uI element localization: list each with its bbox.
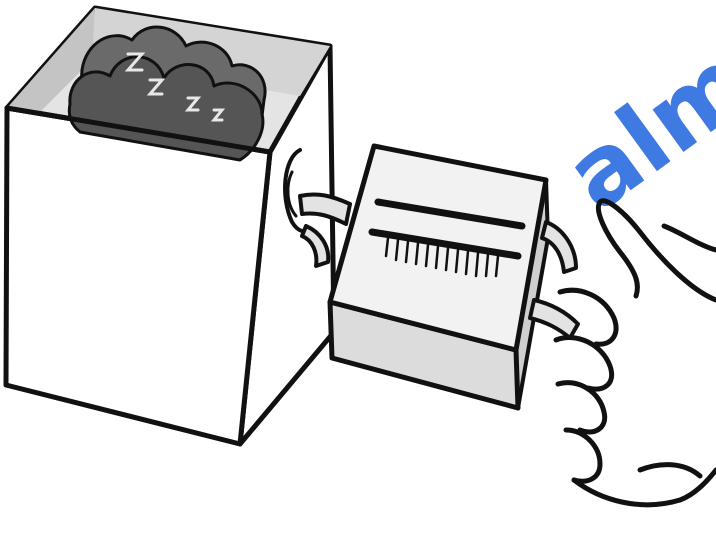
watermark-text: alm	[546, 26, 716, 233]
filter-device-icon	[330, 146, 548, 408]
hand-icon	[556, 201, 716, 505]
watermark: alm	[546, 26, 716, 233]
open-box-icon	[6, 8, 334, 444]
